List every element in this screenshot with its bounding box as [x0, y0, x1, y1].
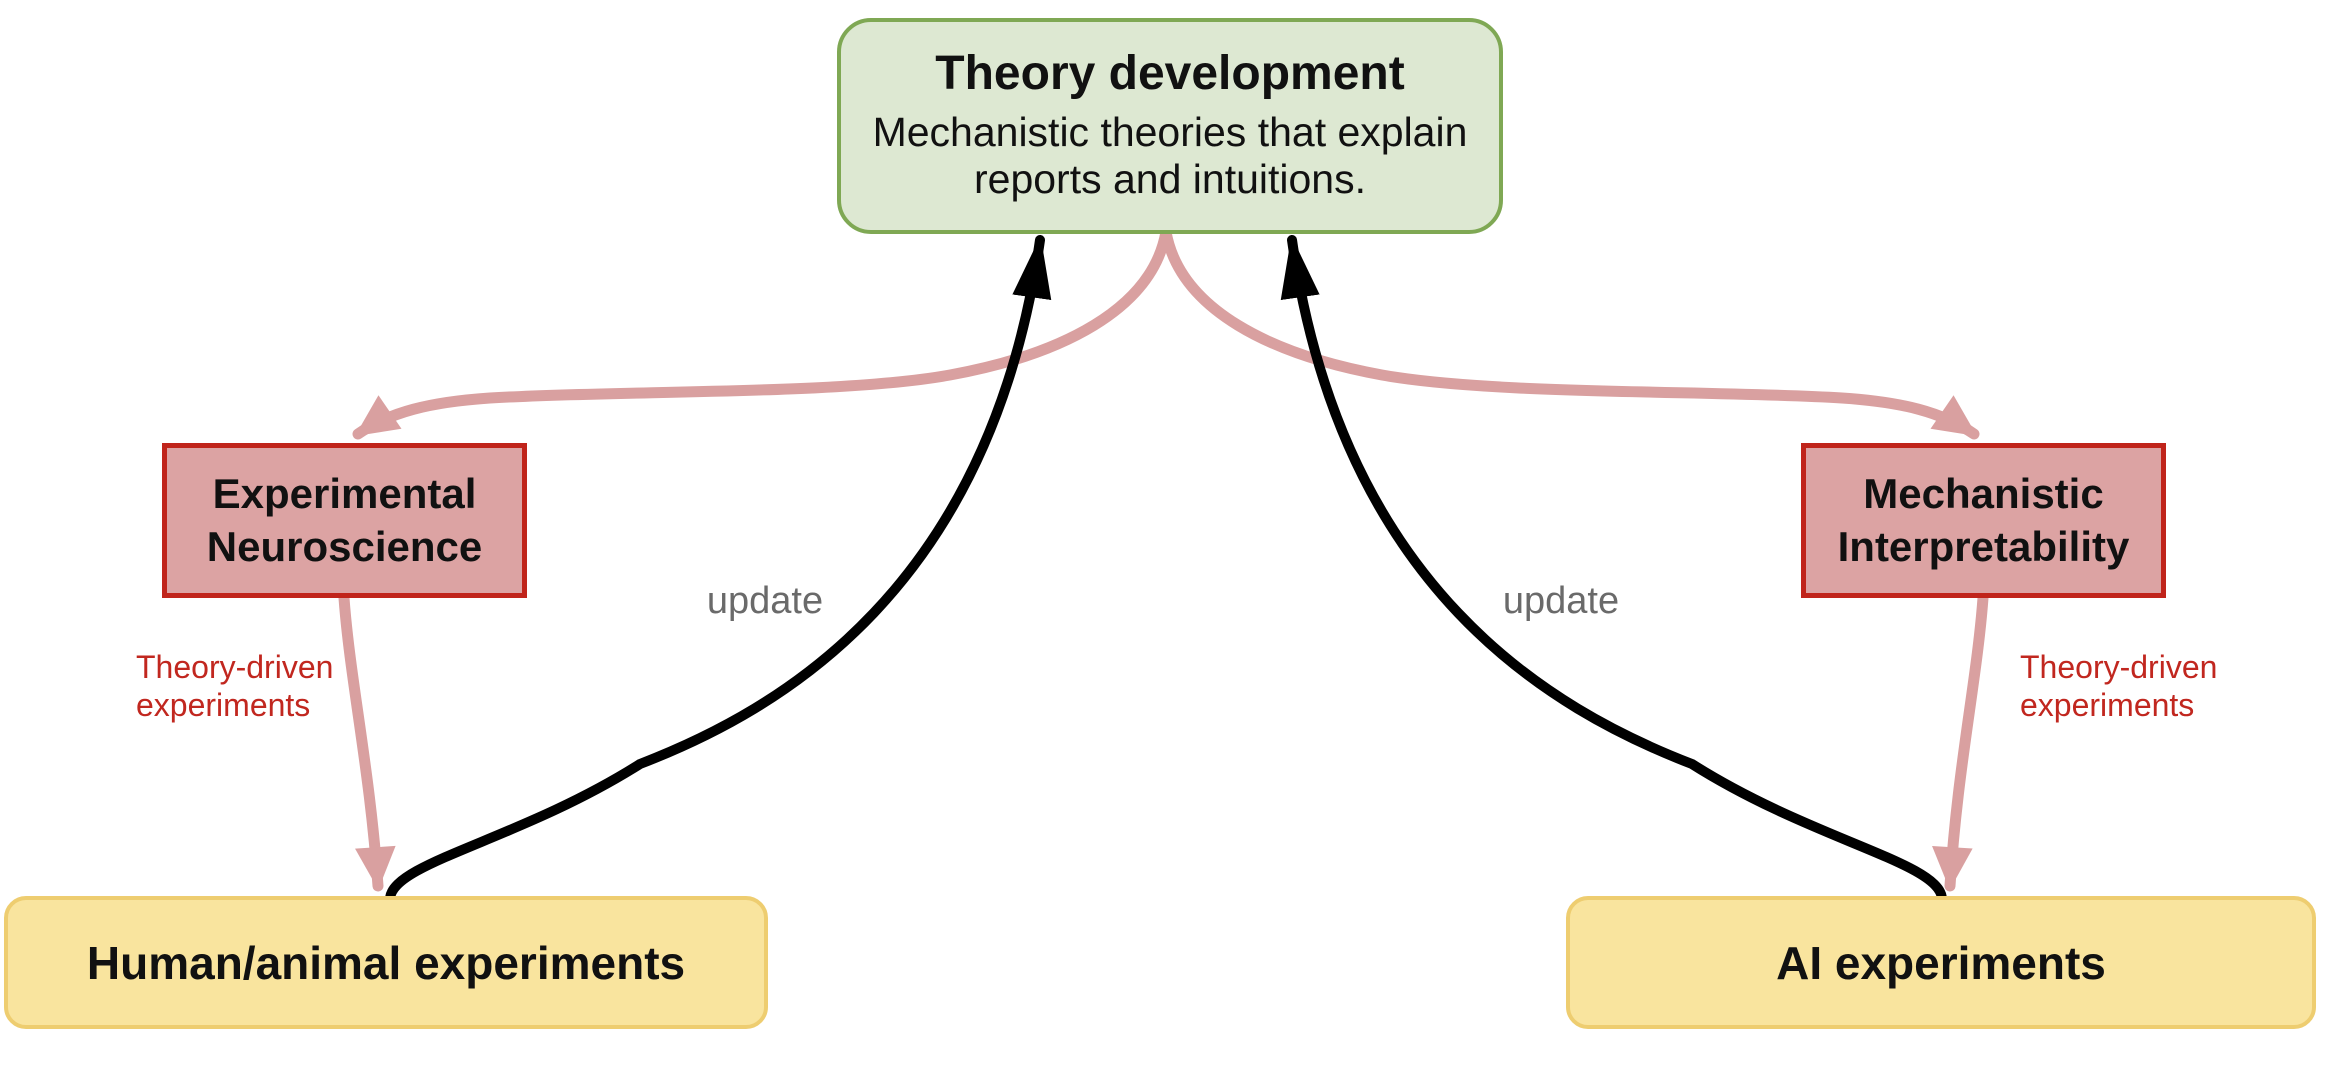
experimental-neuroscience-label-line-1: Experimental [212, 470, 477, 518]
experimental-neuroscience-label-line-2: Neuroscience [206, 522, 483, 570]
edge-neuroscience-to-human-experiments [338, 592, 396, 892]
node-experimental-neuroscience: Experimental Neuroscience [162, 443, 527, 598]
edge-theory-to-neuroscience [352, 226, 1172, 440]
theory-development-title: Theory development [935, 47, 1405, 101]
theory-driven-label-right: Theory-driven experiments [2020, 648, 2270, 724]
node-mechanistic-interpretability: Mechanistic Interpretability [1801, 443, 2166, 598]
update-label-left: update [706, 580, 824, 622]
node-theory-development: Theory development Mechanistic theories … [837, 18, 1503, 234]
theory-development-subtitle-line-1: Mechanistic theories that explain [872, 108, 1468, 155]
node-human-animal-experiments: Human/animal experiments [4, 896, 768, 1029]
update-label-right: update [1502, 580, 1620, 622]
theory-development-subtitle-line-2: reports and intuitions. [973, 156, 1366, 203]
edge-human-experiments-update-theory [385, 235, 1052, 903]
human-animal-experiments-label: Human/animal experiments [86, 936, 686, 989]
mechanistic-interpretability-label-line-2: Interpretability [1837, 522, 2130, 570]
edge-interpretability-to-ai-experiments [1932, 592, 1989, 892]
edge-ai-experiments-update-theory [1280, 235, 1947, 903]
theory-driven-left-line-2: experiments [136, 687, 311, 723]
node-ai-experiments: AI experiments [1566, 896, 2316, 1029]
edge-theory-to-interpretability [1160, 226, 1980, 440]
theory-driven-left-line-1: Theory-driven [136, 649, 334, 685]
ai-experiments-label: AI experiments [1776, 936, 2106, 989]
theory-driven-right-line-2: experiments [2020, 687, 2195, 723]
theory-driven-right-line-1: Theory-driven [2020, 649, 2218, 685]
mechanistic-interpretability-label-line-1: Mechanistic [1863, 470, 2104, 518]
theory-driven-label-left: Theory-driven experiments [136, 648, 386, 724]
